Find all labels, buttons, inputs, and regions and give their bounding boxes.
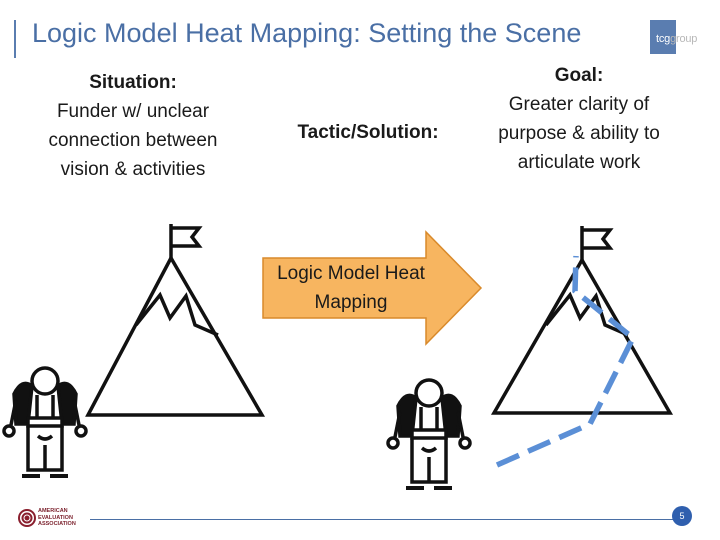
title-accent-bar <box>14 20 16 58</box>
tactic-heading: Tactic/Solution: <box>297 122 439 143</box>
mountain-icon <box>490 256 674 415</box>
aea-line-2: EVALUATION <box>38 514 73 521</box>
arrow-label-line-1: Logic Model Heat <box>277 263 425 284</box>
aea-line-3: ASSOCIATION <box>38 521 76 527</box>
footer-rule <box>90 519 690 520</box>
goal-line-1: Greater clarity of <box>508 94 650 115</box>
aea-logo-text: AMERICAN EVALUATION ASSOCIATION <box>38 508 76 528</box>
situation-heading: Situation: <box>89 72 177 93</box>
situation-line-1: Funder w/ unclear <box>56 101 210 122</box>
goal-block: Goal: Greater clarity of purpose & abili… <box>474 61 684 177</box>
logo-tail: group <box>670 33 698 45</box>
situation-block: Situation: Funder w/ unclear connection … <box>22 68 244 184</box>
goal-line-2: purpose & ability to <box>498 123 660 144</box>
goal-heading: Goal: <box>554 65 604 86</box>
hiker-icon <box>2 366 88 478</box>
situation-line-3: vision & activities <box>60 159 206 180</box>
tcg-logo-icon <box>650 20 676 54</box>
goal-line-3: articulate work <box>517 152 641 173</box>
aea-logo-icon <box>18 509 36 527</box>
tcg-logo-text: tcggroup <box>656 33 697 45</box>
situation-line-2: connection between <box>48 130 218 151</box>
mountain-icon <box>85 254 266 417</box>
page-number-badge: 5 <box>672 506 692 526</box>
slide-title: Logic Model Heat Mapping: Setting the Sc… <box>32 18 582 48</box>
flag-icon <box>580 226 614 260</box>
process-arrow-icon <box>262 230 483 346</box>
dashed-path-icon <box>495 255 637 468</box>
arrow-label: Logic Model Heat Mapping <box>262 259 440 317</box>
logo-main: tcg <box>656 33 671 45</box>
arrow-label-line-2: Mapping <box>314 292 388 313</box>
hiker-icon <box>386 378 472 490</box>
aea-line-1: AMERICAN <box>38 508 68 514</box>
flag-icon <box>169 224 203 258</box>
